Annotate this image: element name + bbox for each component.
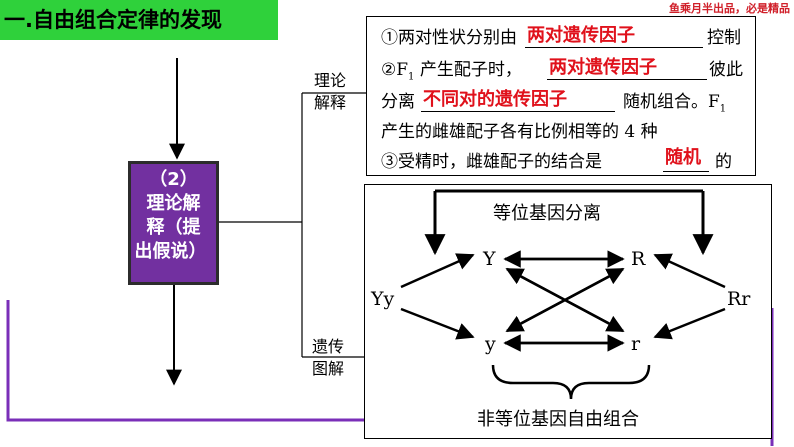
explain-line1-answer: 两对遗传因子: [527, 25, 635, 46]
explain-line1-pre: ①两对性状分别由: [381, 28, 517, 48]
step-title-line2: 释（提: [146, 217, 201, 238]
branch-theory-line1: 理论: [314, 71, 347, 90]
parent-Yy: Yy: [370, 288, 395, 310]
branch-diagram-label: 遗传 图解: [312, 336, 344, 380]
step-title-line1: 理论解: [146, 193, 201, 214]
watermark: 鱼乘月半出品，必是精品: [669, 2, 790, 15]
step-number: （2）: [149, 169, 198, 190]
step-title-line3: 出假说）: [134, 241, 207, 262]
explain-line3-pre: 分离: [381, 92, 415, 112]
allele-separation-label: 等位基因分离: [493, 203, 601, 224]
title-bar: [0, 0, 278, 40]
explain-line2-post: 彼此: [709, 60, 743, 80]
explanation-box: ①两对性状分别由 两对遗传因子 控制 ②F1 产生配子时， 两对遗传因子 彼此 …: [366, 16, 756, 176]
explain-line2-pre: ②F: [381, 60, 409, 80]
branch-diagram-line2: 图解: [312, 359, 345, 378]
explain-line3-answer: 不同对的遗传因子: [423, 89, 567, 110]
gene-y: y: [484, 333, 496, 355]
explain-line3-post: 随机组合。F1: [623, 87, 726, 114]
branch-diagram-line1: 遗传: [312, 337, 345, 356]
branch-theory-label: 理论 解释: [314, 70, 346, 114]
gene-r: r: [631, 333, 641, 355]
explain-line5-post: 的: [715, 152, 732, 172]
explain-line5-pre: ③受精时，雌雄配子的结合是: [381, 152, 602, 172]
explain-line2-answer: 两对遗传因子: [549, 57, 657, 78]
gene-R: R: [631, 248, 646, 270]
step-box: （2） 理论解 释（提 出假说）: [128, 161, 219, 285]
explain-line2: ②F1 产生配子时，: [381, 55, 522, 82]
gene-Y: Y: [482, 248, 496, 270]
section-title: 一.自由组合定律的发现: [4, 8, 222, 32]
parent-Rr: Rr: [727, 288, 751, 310]
free-combination-label: 非等位基因自由组合: [477, 409, 639, 430]
explain-line5-answer: 随机: [665, 147, 701, 168]
explain-line3-sub: 1: [719, 103, 727, 115]
explain-line4: 产生的雌雄配子各有比例相等的 4 种: [381, 122, 658, 142]
explain-line2-mid: 产生配子时，: [414, 60, 522, 80]
explain-line2-sub: 1: [408, 71, 415, 83]
genetics-diagram: 等位基因分离 Yy Rr Y y R r 非等位基因自由组合: [364, 184, 772, 439]
curly-brace: [491, 364, 651, 400]
branch-theory-line2: 解释: [314, 93, 347, 112]
genetics-svg: 等位基因分离 Yy Rr Y y R r 非等位基因自由组合: [370, 189, 751, 430]
explain-line3-post-text: 随机组合。F: [623, 92, 720, 112]
explain-line1-post: 控制: [707, 28, 741, 48]
